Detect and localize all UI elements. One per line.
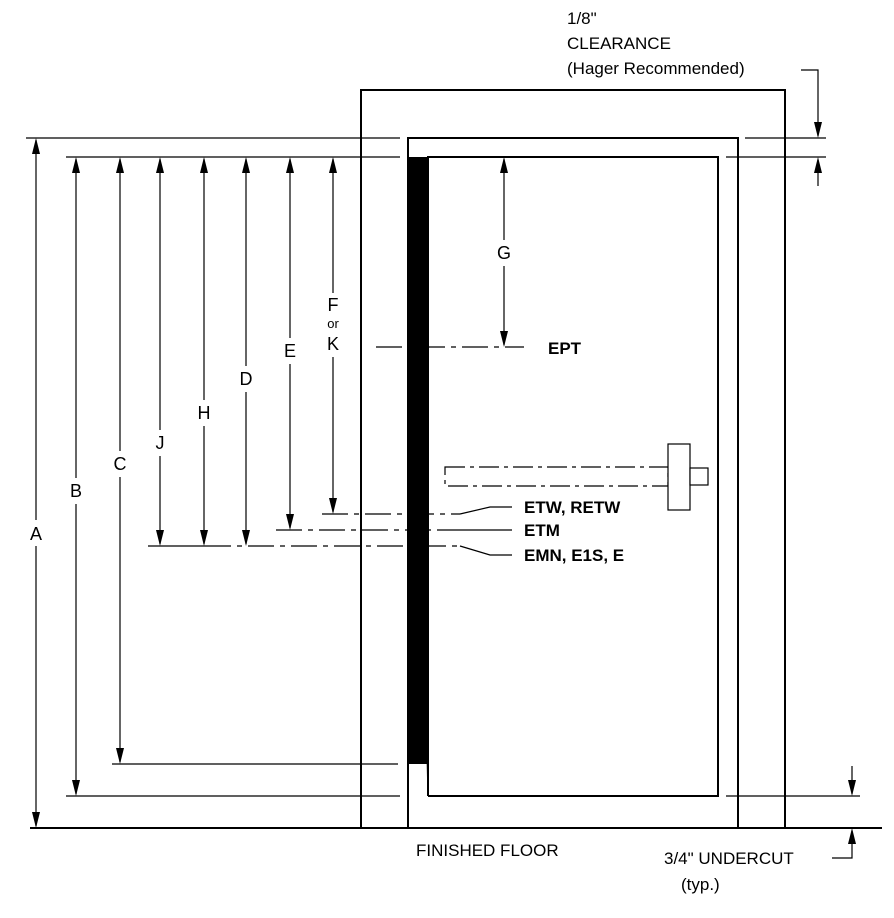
dim-j-arrow-bottom [156,530,164,546]
dim-d-label: D [240,369,253,389]
dim-b-arrow-top [72,157,80,173]
dim-a-arrow-top [32,138,40,154]
dim-h-label: H [198,403,211,423]
exit-device-bar [444,466,669,487]
clearance-leader [801,69,819,136]
dim-a-label: A [30,524,42,544]
dim-c-arrow-top [116,157,124,173]
dim-c-arrow-bottom [116,748,124,764]
clearance-arrow-bottom [814,157,822,173]
dim-g-label: G [497,243,511,263]
emn-label: EMN, E1S, E [524,546,624,565]
exit-device-end [689,467,709,486]
dim-b-arrow-bottom [72,780,80,796]
etm-label: ETM [524,521,560,540]
dim-k-label: K [327,334,339,354]
door-swing-line [413,156,429,797]
clearance-line3: (Hager Recommended) [567,59,745,78]
dim-j-label: J [156,433,165,453]
dim-f-k-arrow-top [329,157,337,173]
clearance-arrow-top [814,122,822,138]
outer-frame [360,89,786,828]
dim-a-arrow-bottom [32,812,40,828]
dim-d-arrow-bottom [242,530,250,546]
dim-f-k-arrow-bottom [329,498,337,514]
emn-leader [459,545,512,556]
undercut-line1: 3/4" UNDERCUT [664,849,794,868]
dim-g-arrow-bottom [500,331,508,347]
dim-e-arrow-bottom [286,514,294,530]
ept-label: EPT [548,339,582,358]
clearance-line1: 1/8" [567,9,597,28]
dim-f-label: F [328,295,339,315]
etw-label: ETW, RETW [524,498,621,517]
dim-h-arrow-top [200,157,208,173]
dim-b-label: B [70,481,82,501]
dim-j-arrow-top [156,157,164,173]
dim-or-label: or [327,316,339,331]
dim-c-label: C [114,454,127,474]
undercut-leader [832,831,853,859]
finished-floor-label: FINISHED FLOOR [416,841,559,860]
hinge-edge-strip [408,157,428,764]
dim-g-arrow-top [500,157,508,173]
dim-h-arrow-bottom [200,530,208,546]
exit-device-housing [667,443,691,511]
clearance-line2: CLEARANCE [567,34,671,53]
dim-d-arrow-top [242,157,250,173]
undercut-arrow-bottom [848,828,856,844]
undercut-line2: (typ.) [681,875,720,894]
dim-e-arrow-top [286,157,294,173]
dim-e-label: E [284,341,296,361]
etw-leader [459,506,512,515]
undercut-arrow-top [848,780,856,796]
